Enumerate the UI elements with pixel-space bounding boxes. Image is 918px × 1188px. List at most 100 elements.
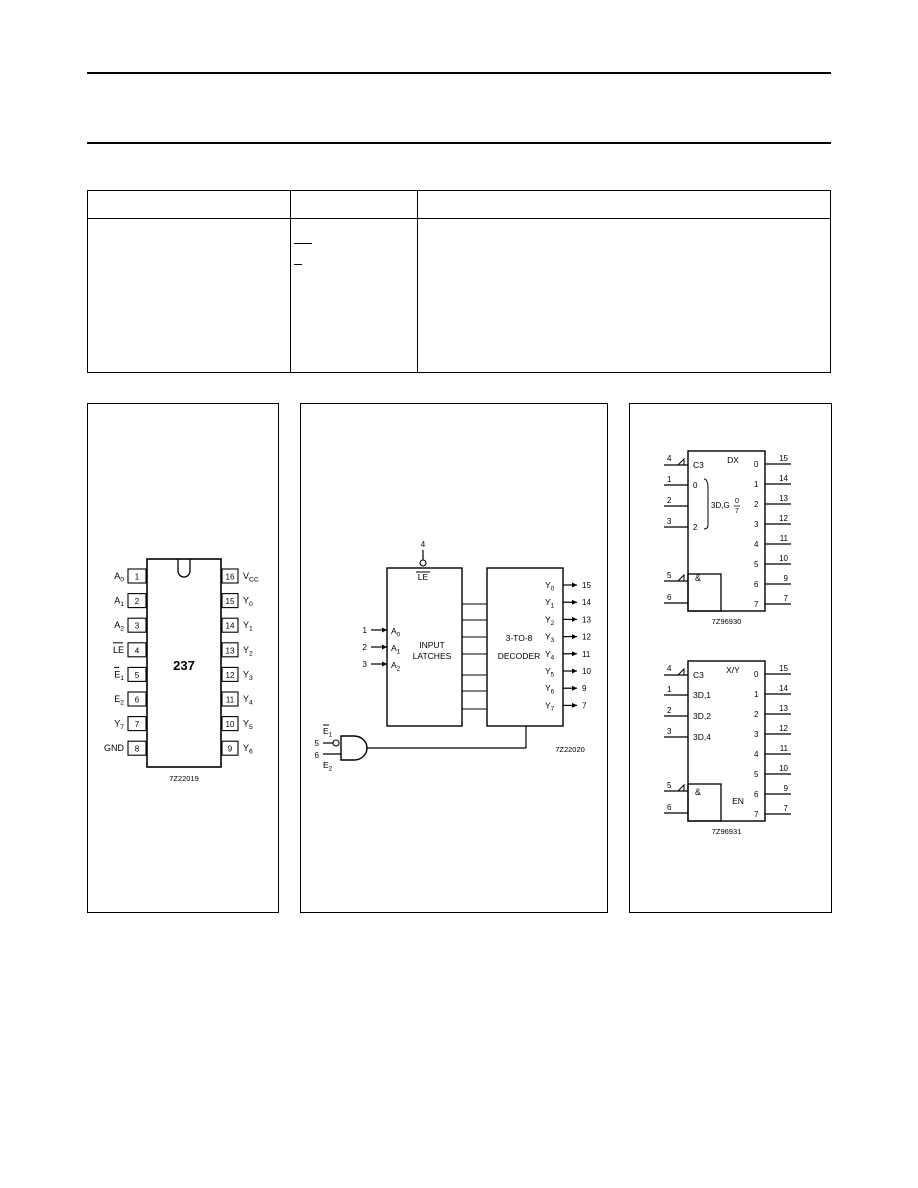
pin-number-left: 6 [135, 696, 140, 705]
output-pin-number: 15 [582, 581, 591, 590]
pin-name-right: Y2 [243, 645, 253, 658]
decoder-output-label: Y0 [545, 580, 555, 593]
pin-number-right: 16 [226, 573, 235, 582]
pin-name-left: E2 [114, 694, 124, 707]
arrow-head [572, 616, 577, 622]
figure-code-pinning: 7Z22019 [169, 774, 199, 783]
iec-input-label: 3D,4 [693, 732, 711, 742]
address-pin-number: 1 [363, 626, 368, 635]
pin-name-right: VCC [243, 571, 259, 584]
iec-output-pin: 12 [779, 514, 788, 523]
pin-box-left [127, 617, 147, 633]
pin-box-left [127, 568, 147, 584]
iec-output-pin: 13 [779, 494, 788, 503]
pin-number-right: 9 [228, 745, 233, 754]
iec-input-brace [703, 478, 709, 530]
arrow-head [382, 644, 387, 650]
ic-body [146, 558, 222, 768]
le-pin-number: 4 [421, 540, 426, 549]
iec-enable-pin: 6 [667, 593, 672, 602]
iec-output-pin: 12 [779, 724, 788, 733]
output-pin-number: 10 [582, 667, 591, 676]
enable-pin-number: 6 [315, 751, 320, 760]
iec-figure-code: 7Z96931 [712, 827, 742, 836]
address-input-label: A2 [391, 660, 401, 673]
iec-figure-code: 7Z96930 [712, 617, 742, 626]
table-header-row [88, 191, 830, 219]
pin-box-right [221, 691, 239, 707]
address-pin-number: 3 [363, 660, 368, 669]
iec-output-index: 1 [754, 480, 759, 489]
pin-name-left: E1 [114, 669, 124, 682]
iec-input-pin: 1 [667, 475, 672, 484]
iec-output-pin: 14 [779, 474, 788, 483]
pin-box-right [221, 593, 239, 609]
le-inversion-bubble [419, 559, 427, 567]
pin-name-right: Y3 [243, 669, 253, 682]
address-input-label: A0 [391, 626, 401, 639]
arrow-head [382, 661, 387, 667]
output-pin-number: 13 [582, 615, 591, 624]
pin-box-left [127, 691, 147, 707]
decoder-box [486, 567, 564, 727]
overline-mark-le [294, 243, 312, 244]
output-pin-number: 11 [582, 650, 591, 659]
pin-box-left [127, 642, 147, 658]
pin-box-right [221, 568, 239, 584]
header-rule-top [87, 72, 831, 74]
iec-output-index: 2 [754, 710, 759, 719]
iec-input-label: 3D,1 [693, 690, 711, 700]
iec-enable-block [687, 783, 722, 822]
iec-output-index: 4 [754, 540, 759, 549]
e1-inversion-bubble [332, 739, 340, 747]
pin-number-right: 11 [226, 696, 235, 705]
address-input-label: A1 [391, 643, 401, 656]
pin-name-left: Y7 [114, 719, 124, 732]
table-column-divider-1 [290, 191, 291, 372]
iec-output-index: 3 [754, 730, 759, 739]
pin-number-left: 2 [135, 597, 140, 606]
iec-output-pin: 11 [780, 744, 789, 753]
iec-dynamic-triangle [677, 457, 685, 466]
iec-cs-label: C3 [693, 670, 704, 680]
iec-input-pin: 2 [667, 706, 672, 715]
arrow-head [572, 599, 577, 605]
pin-number-right: 15 [226, 597, 235, 606]
pin-name-right: Y5 [243, 719, 253, 732]
iec-inner-range-top: 0 [735, 498, 739, 505]
pin-box-right [221, 642, 239, 658]
arrow-head [382, 627, 387, 633]
overline-mark-e1 [294, 264, 302, 265]
output-pin-number: 14 [582, 598, 591, 607]
iec-output-index: 1 [754, 690, 759, 699]
output-pin-number: 7 [582, 701, 587, 710]
pin-name-right: Y6 [243, 743, 253, 756]
iec-output-index: 5 [754, 770, 759, 779]
iec-output-pin: 9 [784, 574, 789, 583]
decoder-output-label: Y6 [545, 683, 555, 696]
enable-input-label: E2 [323, 760, 333, 773]
pin-name-left: LE [113, 645, 124, 655]
arrow-head [572, 582, 577, 588]
iec-le-pin: 4 [667, 454, 672, 463]
le-label: LE [418, 572, 429, 582]
iec-input-pin: 3 [667, 517, 672, 526]
arrow-head [572, 685, 577, 691]
iec-input-weight: 0 [693, 481, 698, 490]
pin-name-left: GND [104, 743, 125, 753]
latch-label-line2: LATCHES [413, 651, 452, 661]
iec-output-index: 0 [754, 670, 759, 679]
decoder-output-label: Y2 [545, 614, 555, 627]
iec-enable-pin: 6 [667, 803, 672, 812]
iec-outer-box [687, 450, 766, 612]
header-rule-bottom [87, 142, 831, 144]
iec-enable-pin: 5 [667, 781, 672, 790]
iec-output-pin: 13 [779, 704, 788, 713]
pin-number-left: 4 [135, 646, 140, 655]
arrow-head [572, 668, 577, 674]
pin-number-right: 13 [226, 646, 235, 655]
enable-pin-number: 5 [315, 739, 320, 748]
